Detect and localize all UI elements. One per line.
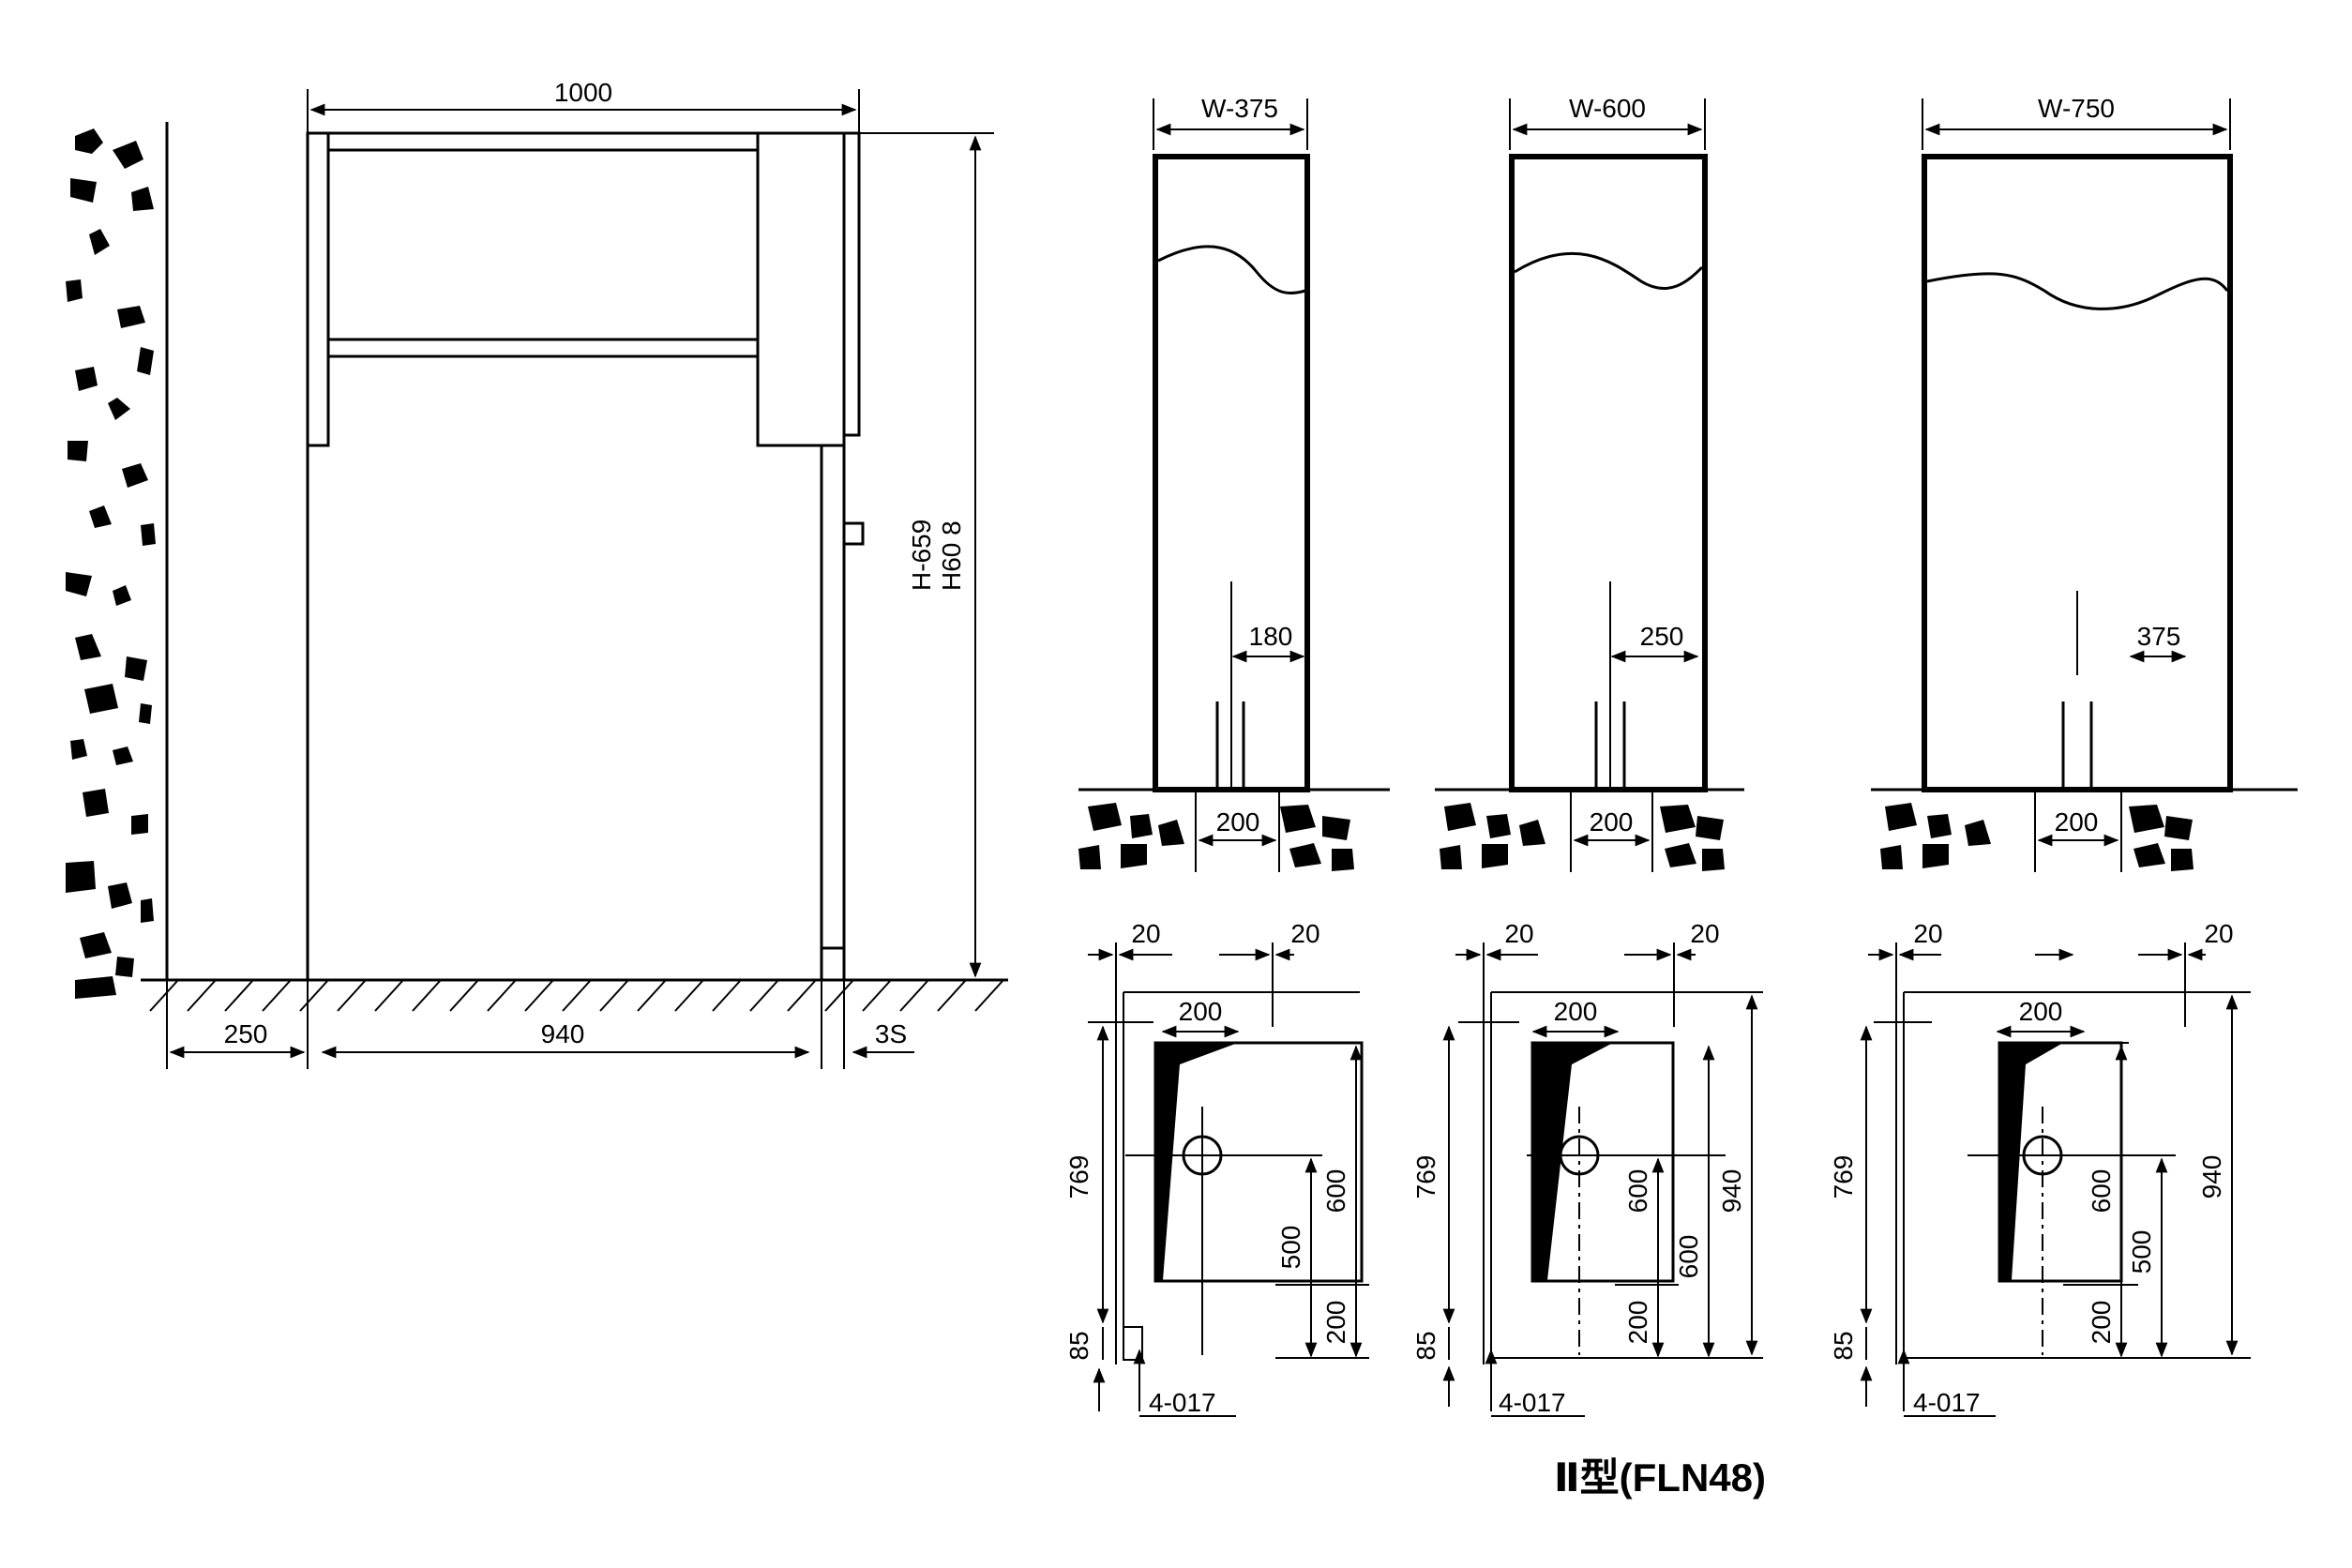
unit-2-anchor-label: 250 xyxy=(1640,622,1684,651)
plan-1-h500: 500 xyxy=(1276,1226,1305,1270)
unit-elevation-3: W-750 375 200 xyxy=(1871,94,2298,872)
unit-3-anchor-label: 375 xyxy=(2137,622,2181,651)
unit-2-foundation-label: 200 xyxy=(1590,807,1634,837)
base-width-label: 940 xyxy=(541,1019,585,1048)
unit-plan-3: 20 20 200 769 85 600 500 200 940 4-017 xyxy=(1829,919,2251,1417)
plan-2-inner: 200 xyxy=(1554,997,1598,1026)
unit-plan-2: 20 20 200 769 85 600 600 200 940 4-017 xyxy=(1411,919,1763,1417)
plan-1-edge-right: 20 xyxy=(1290,919,1319,948)
unit-1-anchor-label: 180 xyxy=(1249,622,1293,651)
plan-2-h200: 200 xyxy=(1623,1301,1652,1345)
plan-2-h600: 600 xyxy=(1623,1169,1652,1214)
plan-1-overall: 769 xyxy=(1064,1155,1093,1199)
unit-plan-1: 20 20 200 769 85 600 500 200 4-017 xyxy=(1064,919,1369,1417)
plan-3-bottom: 85 xyxy=(1829,1331,1858,1360)
cabinet-frame xyxy=(306,131,865,980)
plan-2-bottom: 85 xyxy=(1411,1331,1440,1360)
plan-2-edge-left: 20 xyxy=(1504,919,1533,948)
plan-1-edge-left: 20 xyxy=(1131,919,1160,948)
width-top-label: 1000 xyxy=(554,78,612,107)
unit-3-foundation-label: 200 xyxy=(2055,807,2099,837)
plan-2-overall: 769 xyxy=(1411,1155,1440,1199)
height-alt-label: H60 8 xyxy=(937,520,966,591)
plan-3-overall: 769 xyxy=(1829,1155,1858,1199)
plan-2-h940: 940 xyxy=(1717,1169,1746,1214)
plan-1-h200: 200 xyxy=(1321,1301,1350,1345)
plan-3-edge-left: 20 xyxy=(1913,919,1942,948)
ground-hatch xyxy=(149,979,1004,1012)
plan-2-edge-right: 20 xyxy=(1690,919,1719,948)
plan-3-h500: 500 xyxy=(2127,1230,2156,1274)
unit-2-width-label: W-600 xyxy=(1569,94,1646,123)
plan-1-inner: 200 xyxy=(1179,997,1223,1026)
unit-2-foundation-rubble xyxy=(1440,803,1725,871)
unit-1-foundation-label: 200 xyxy=(1216,807,1260,837)
unit-elevation-2: W-600 250 200 xyxy=(1435,94,1744,872)
plan-3-h200: 200 xyxy=(2087,1301,2116,1345)
figure-caption: Ⅱ型(FLN48) xyxy=(1554,1455,1766,1500)
wall-rubble xyxy=(66,128,156,999)
plan-1-bottom: 85 xyxy=(1064,1331,1093,1360)
unit-3-foundation-rubble xyxy=(1880,803,2194,871)
plan-1-bolts: 4-017 xyxy=(1149,1388,1216,1417)
plan-2-h500: 600 xyxy=(1674,1235,1703,1279)
plan-2-bolts: 4-017 xyxy=(1499,1388,1566,1417)
plan-1-h600: 600 xyxy=(1321,1169,1350,1214)
plan-3-inner: 200 xyxy=(2019,997,2063,1026)
unit-1-width-label: W-375 xyxy=(1201,94,1278,123)
unit-3-width-label: W-750 xyxy=(2038,94,2115,123)
plan-3-edge-right: 20 xyxy=(2204,919,2233,948)
front-view: 1000 H-659 H60 8 250 940 3S xyxy=(66,78,1008,1069)
unit-elevation-1: W-375 180 200 xyxy=(1078,94,1390,872)
right-gap-label: 3S xyxy=(875,1019,907,1048)
plan-3-h940: 940 xyxy=(2197,1155,2226,1199)
plan-3-bolts: 4-017 xyxy=(1913,1388,1981,1417)
height-label: H-659 xyxy=(907,520,936,591)
unit-1-foundation-rubble xyxy=(1078,803,1354,871)
left-gap-label: 250 xyxy=(224,1019,268,1048)
plan-3-h600: 600 xyxy=(2087,1169,2116,1214)
